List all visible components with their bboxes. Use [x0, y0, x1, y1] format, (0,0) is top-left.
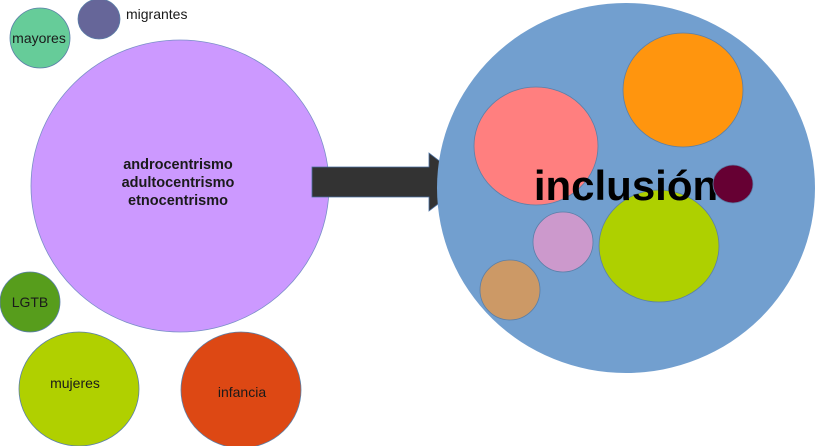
label-androcentrismo: androcentrismo — [123, 157, 233, 173]
inner-circle-green — [598, 189, 720, 303]
inner-circle-lilac — [532, 211, 594, 273]
label-adultocentrismo: adultocentrismo — [122, 175, 235, 191]
label-etnocentrismo: etnocentrismo — [128, 193, 228, 209]
circle-lgtb — [0, 271, 61, 333]
label-inclusion: inclusión — [534, 162, 718, 209]
label-migrantes: migrantes — [126, 6, 187, 22]
circle-infancia — [180, 331, 302, 446]
label-lgtb: LGTB — [12, 294, 49, 310]
inner-circle-tan — [479, 259, 541, 321]
label-infancia: infancia — [218, 384, 266, 400]
circle-migrantes — [77, 0, 121, 40]
inner-circle-pink — [473, 86, 599, 206]
inner-circle-dark-red — [712, 164, 754, 204]
inner-circle-orange — [622, 32, 744, 148]
circle-mujeres — [18, 331, 140, 446]
label-mayores: mayores — [12, 30, 66, 46]
label-mujeres: mujeres — [50, 375, 100, 391]
circle-mayores — [9, 7, 71, 69]
